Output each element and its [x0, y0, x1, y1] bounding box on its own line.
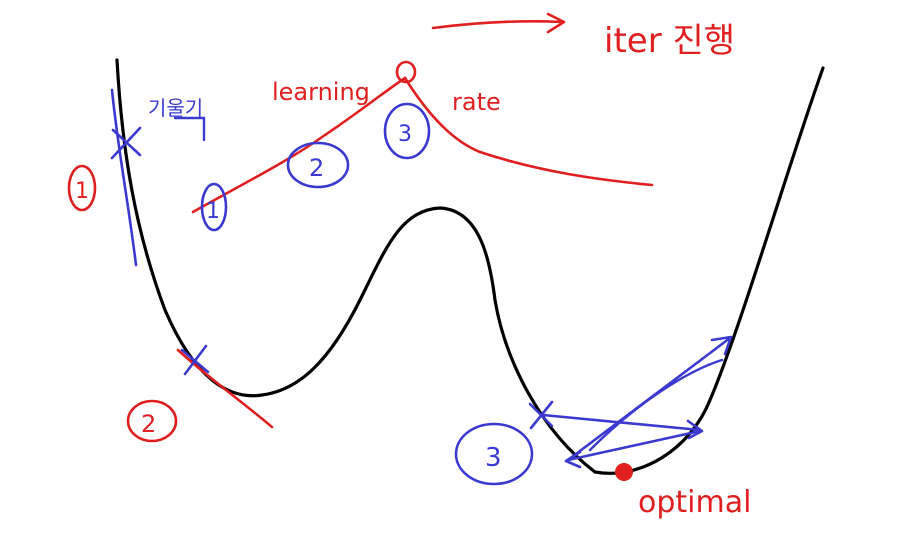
blue-marker-3-label: 3: [398, 122, 412, 147]
rate-label: rate: [452, 88, 501, 116]
lr-schedule-line: [191, 76, 654, 214]
red-marker-1-label: 1: [75, 179, 89, 204]
step-x-3: [528, 400, 554, 430]
oscillation-arrow-2: [564, 429, 702, 469]
red-marker-2-circle: [126, 399, 178, 443]
loss-curve: [115, 58, 825, 475]
blue-marker-2-label: 2: [309, 154, 324, 182]
blue-note: 기울기: [148, 96, 203, 120]
step-x-2: [180, 344, 210, 376]
blue-marker-3-lower-circle: [454, 422, 534, 486]
optimal-dot: [615, 463, 633, 481]
oscillation-arrow-4: [588, 358, 724, 452]
tangent-line-2: [176, 348, 274, 429]
blue-marker-3-circle: [383, 102, 431, 160]
step-x-1: [110, 126, 142, 160]
blue-note-bracket: [173, 116, 206, 142]
lr-peak-mark: [395, 60, 417, 84]
blue-marker-1-label: 1: [206, 199, 220, 224]
blue-marker-2-circle: [286, 141, 350, 189]
tangent-line-1: [110, 88, 138, 267]
learning-label: learning: [272, 78, 370, 106]
optimal-label: optimal: [638, 485, 751, 520]
iter-label: iter 진행: [604, 21, 735, 61]
blue-marker-1-circle: [200, 182, 228, 232]
red-marker-1-circle: [67, 164, 97, 212]
blue-marker-3-lower-label: 3: [485, 443, 502, 473]
iter-arrow: [431, 12, 566, 34]
red-marker-2-label: 2: [141, 410, 156, 438]
